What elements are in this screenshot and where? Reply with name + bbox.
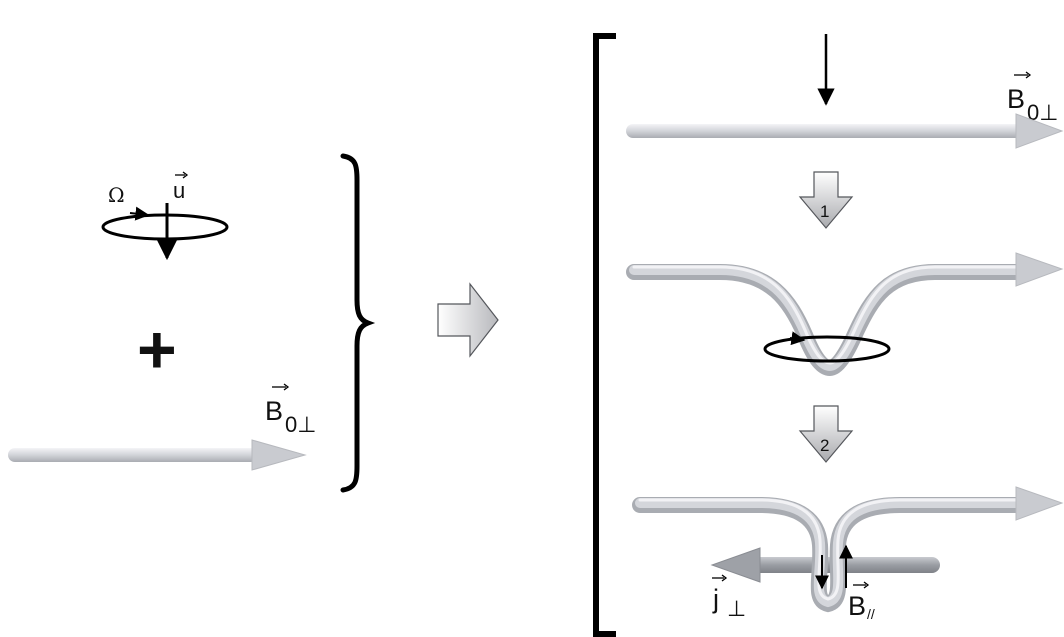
- field-line-stage-3: [632, 486, 1064, 613]
- b0-left-base: B: [265, 396, 283, 426]
- b0-label-left: B 0⊥: [265, 383, 316, 437]
- omega-label: Ω: [108, 183, 125, 207]
- field-line-left: [8, 439, 307, 471]
- j-sub: ⊥: [727, 596, 746, 621]
- j-base: j: [712, 584, 719, 614]
- bpar-sub: //: [867, 606, 875, 622]
- rotation-ellipse-stage-2: [763, 331, 891, 363]
- b-parallel-label: B //: [848, 581, 875, 622]
- b0-right-base: B: [1007, 84, 1025, 114]
- field-line-stage-1: [626, 113, 1064, 149]
- step-arrow-1: 1: [798, 171, 854, 229]
- transition-arrow: [437, 282, 499, 358]
- velocity-label: u: [173, 171, 189, 203]
- current-density-label: j ⊥: [712, 574, 746, 621]
- field-line-stage-2: [626, 252, 1064, 377]
- step-arrow-2: 2: [798, 405, 854, 463]
- step-1-label: 1: [820, 202, 829, 221]
- b0-left-sub: 0⊥: [285, 412, 316, 437]
- b0-label-right: B 0⊥: [1007, 71, 1058, 125]
- square-bracket: [593, 33, 616, 637]
- curly-brace: [340, 153, 376, 493]
- bpar-base: B: [848, 591, 866, 621]
- rotation-symbol: [101, 203, 229, 261]
- plus-sign: +: [137, 312, 177, 388]
- step-2-label: 2: [820, 436, 829, 455]
- velocity-symbol: u: [173, 178, 185, 203]
